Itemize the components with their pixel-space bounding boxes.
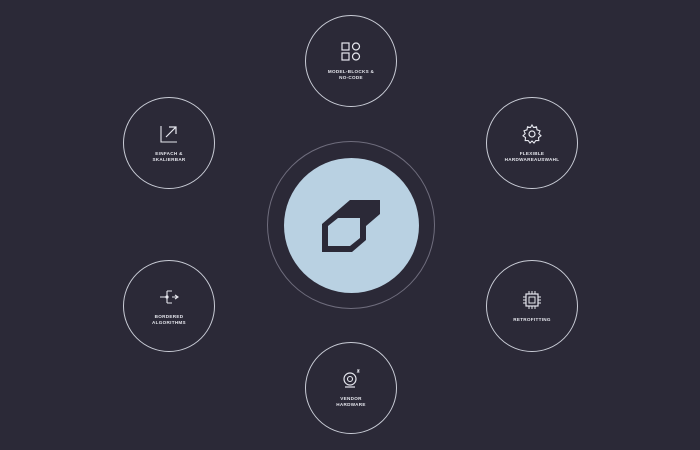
- node-label: RETROFITTING: [513, 317, 551, 323]
- node-flexible-hardware[interactable]: FLEXIBLE HARDWAREAUSWAHL: [486, 97, 578, 189]
- gear-icon: [522, 124, 542, 145]
- hub-disc[interactable]: [284, 158, 419, 293]
- expand-arrow-icon: [160, 126, 177, 143]
- node-label: EINFACH & SKALIERBAR: [152, 151, 186, 162]
- node-label: MODEL-BLOCKS & NO-CODE: [327, 69, 375, 80]
- node-vendor-hardware[interactable]: VENDOR HARDWARE: [305, 342, 397, 434]
- flow-icon: [160, 290, 179, 304]
- node-label: BORDERED ALGORITHMS: [152, 314, 186, 325]
- node-model-blocks[interactable]: MODEL-BLOCKS & NO-CODE: [305, 15, 397, 107]
- hub-outer-ring: [267, 141, 435, 309]
- camera-icon: [343, 369, 360, 389]
- node-label: FLEXIBLE HARDWAREAUSWAHL: [504, 151, 560, 162]
- node-bordered-algorithms[interactable]: BORDERED ALGORITHMS: [123, 260, 215, 352]
- node-easy-scalable[interactable]: EINFACH & SKALIERBAR: [123, 97, 215, 189]
- node-label: VENDOR HARDWARE: [336, 396, 366, 407]
- blocks-icon: [341, 42, 361, 62]
- parallelogram-logo-icon: [321, 199, 380, 252]
- node-retrofitting[interactable]: RETROFITTING: [486, 260, 578, 352]
- chip-icon: [523, 291, 541, 310]
